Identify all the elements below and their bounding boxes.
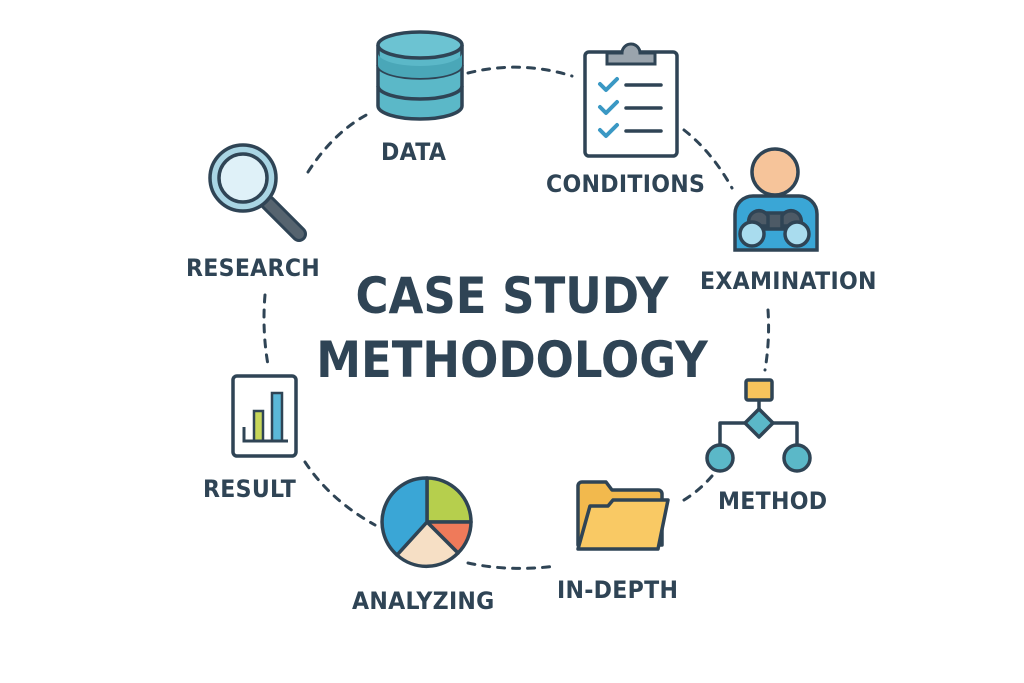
magnifying-glass-icon bbox=[208, 143, 307, 242]
node-label-result: RESULT bbox=[203, 475, 297, 503]
connector-research-data bbox=[306, 110, 374, 174]
connector-data-conditions bbox=[466, 65, 574, 78]
pie-chart-icon bbox=[380, 476, 473, 569]
connector-research-result bbox=[262, 293, 270, 367]
connector-analyzing-indepth bbox=[466, 561, 558, 570]
connector-conditions-examination bbox=[682, 128, 734, 190]
node-label-analyzing: ANALYZING bbox=[352, 587, 495, 615]
connector-result-analyzing bbox=[303, 460, 377, 527]
title-line-2: METHODOLOGY bbox=[316, 331, 708, 389]
person-binoculars-icon bbox=[733, 147, 819, 252]
node-label-data: DATA bbox=[381, 138, 447, 166]
bar-chart-document-icon bbox=[231, 374, 298, 458]
node-label-examination: EXAMINATION bbox=[700, 267, 877, 295]
clipboard-checklist-icon bbox=[583, 42, 679, 158]
database-icon bbox=[376, 30, 464, 121]
node-label-in-depth: IN-DEPTH bbox=[557, 576, 679, 604]
connector-examination-method bbox=[763, 308, 771, 372]
node-label-research: RESEARCH bbox=[186, 254, 321, 282]
dashed-connectors bbox=[262, 65, 771, 570]
folder-icon bbox=[576, 480, 670, 551]
node-label-conditions: CONDITIONS bbox=[546, 170, 706, 198]
node-label-method: METHOD bbox=[718, 487, 828, 515]
connector-indepth-method bbox=[682, 474, 714, 502]
title-line-1: CASE STUDY bbox=[355, 267, 669, 325]
flowchart-icon bbox=[705, 378, 812, 473]
